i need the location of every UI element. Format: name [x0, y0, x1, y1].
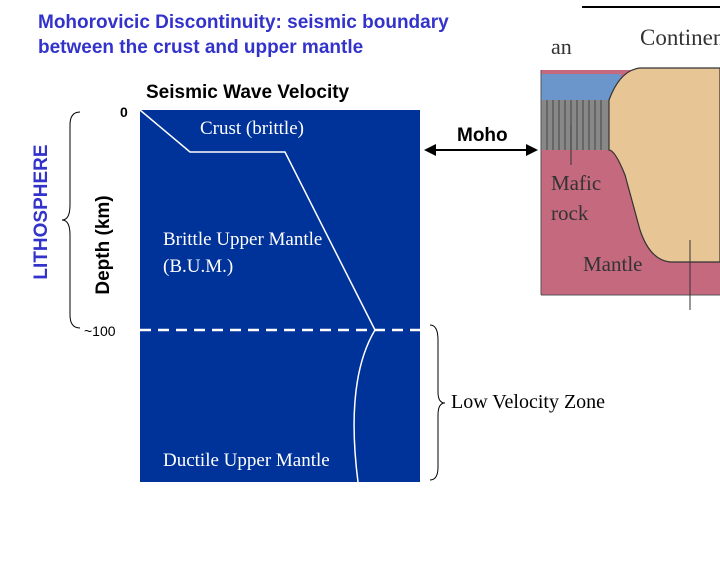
bum-label-line-2: (B.U.M.): [163, 256, 234, 277]
depth-bottom-label: ~100: [84, 323, 116, 339]
plot-heading: Seismic Wave Velocity: [146, 82, 350, 103]
lvz-brace: [429, 324, 446, 481]
ocean-label: an: [551, 34, 572, 59]
bum-label: Brittle Upper Mantle (B.U.M.): [163, 226, 322, 280]
velocity-plot-area: [140, 110, 420, 482]
velocity-curve: [139, 109, 376, 331]
mafic-rock-label: Mafic rock: [551, 168, 601, 228]
dum-label-line-1: Ductile Upper Mantle: [163, 450, 330, 471]
dum-label: Ductile Upper Mantle (D.U.M.): [163, 393, 330, 582]
bum-label-line-1: Brittle Upper Mantle: [163, 229, 323, 250]
depth-top-label: 0: [120, 104, 128, 120]
depth-axis-label: Depth (km): [93, 195, 114, 295]
mantle-label: Mantle: [583, 252, 643, 276]
title-line-1: Mohorovicic Discontinuity: seismic bound…: [38, 12, 449, 33]
continent-label: Continent: [640, 25, 720, 50]
diagram-graphics: [61, 6, 720, 483]
dum-label-line-2: (D.U.M.): [167, 531, 239, 552]
crust-label: Crust (brittle): [200, 118, 304, 139]
moho-label: Moho: [457, 125, 508, 146]
lvz-label: Low Velocity Zone: [451, 391, 606, 413]
cross-section-image: [540, 6, 720, 310]
velocity-curve-lvz: [353, 329, 376, 483]
lithosphere-brace: [61, 111, 81, 329]
lithosphere-label: LITHOSPHERE: [31, 144, 52, 280]
moho-arrow: [424, 144, 538, 156]
slide-title: Mohorovicic Discontinuity: seismic bound…: [38, 10, 449, 60]
mafic-label-line-1: Mafic: [551, 171, 602, 195]
mafic-label-line-2: rock: [551, 201, 589, 225]
title-line-2: between the crust and upper mantle: [38, 37, 364, 58]
